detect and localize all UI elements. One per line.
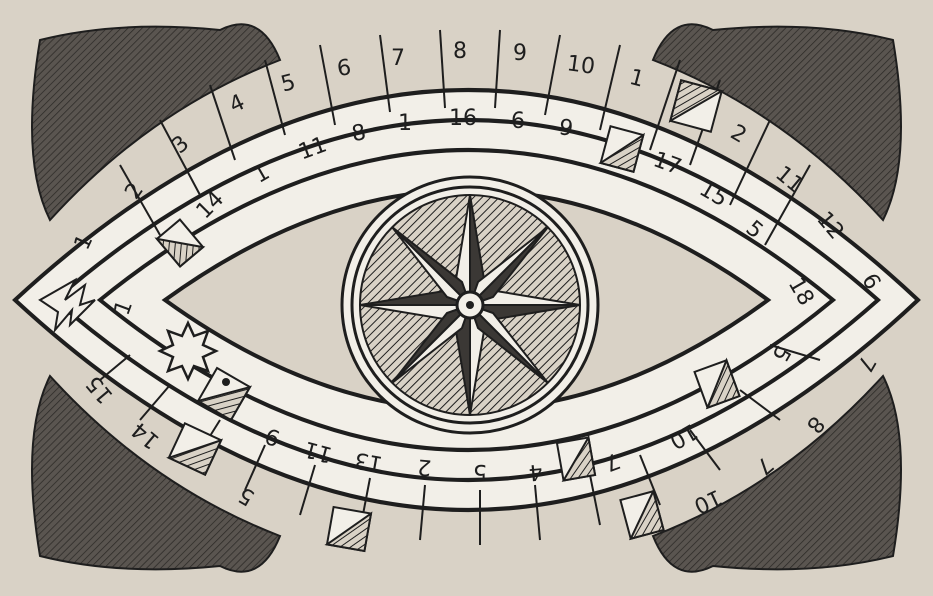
outer-cell-8: 8 [453,39,467,64]
outer-cell-25: 13 [353,447,385,476]
outer-cell-22: 4 [528,458,544,484]
outer-cell-7: 7 [391,46,405,71]
outer-cell-23: 5 [473,459,487,484]
outer-cell-29: 14 [127,416,165,453]
outer-cell-11: 1 [627,65,647,93]
outer-cell-5: 5 [278,70,298,98]
outer-cell-9: 9 [513,41,527,66]
inner-cell-6: 16 [449,106,477,131]
inner-cell-7: 6 [511,109,525,134]
star-outline-icon [160,323,216,379]
outer-cell-12: 2 [726,120,751,149]
outer-cell-3: 3 [167,131,194,159]
inner-cell-5: 1 [398,111,412,136]
center-compass [342,177,598,433]
outer-cell-24: 2 [416,453,432,479]
outer-cell-6: 6 [335,55,352,82]
outer-cell-10: 10 [565,51,596,80]
outer-cell-4: 4 [226,90,249,119]
outer-cell-28: 5 [234,481,259,510]
